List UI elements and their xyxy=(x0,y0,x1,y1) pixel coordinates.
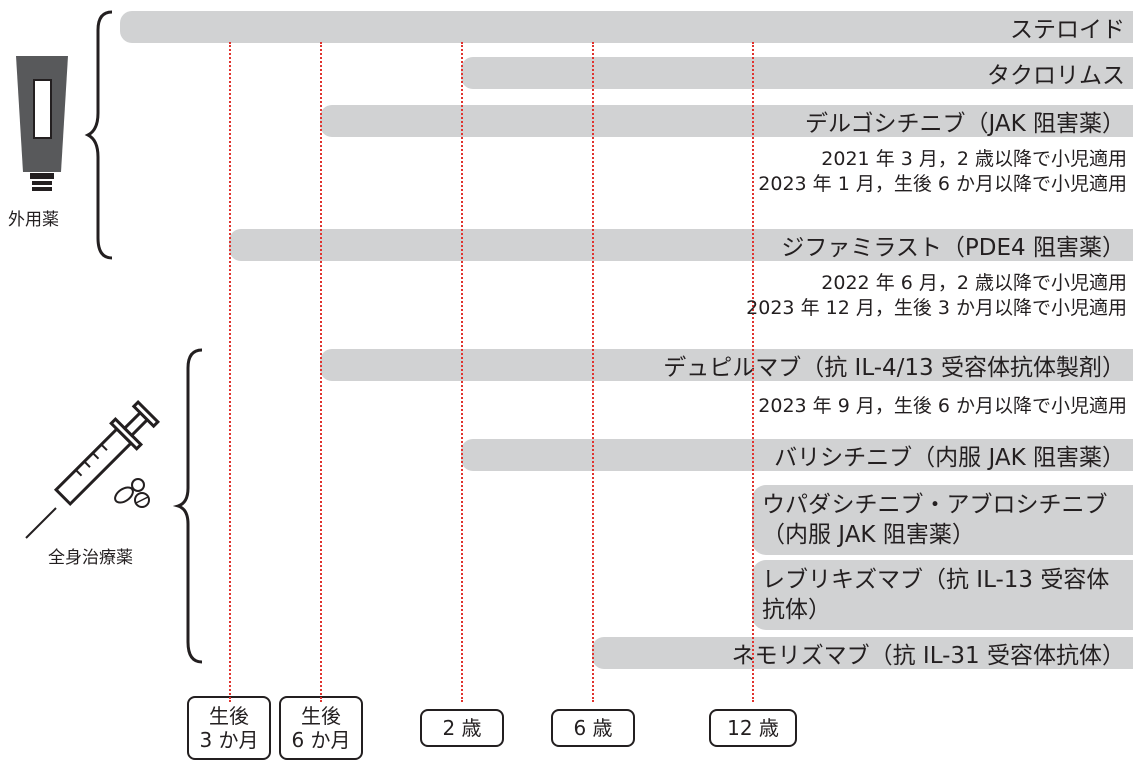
note-delgocitinib-line-2: 2023 年 1 月，生後 6 か月以降で小児適用 xyxy=(758,173,1127,195)
age-line-6-months xyxy=(320,42,322,702)
syringe-and-pills-icon xyxy=(25,399,161,539)
age-line-6-years xyxy=(592,42,594,702)
bar-delgocitinib: デルゴシチニブ（JAK 阻害薬） xyxy=(320,105,1133,137)
note-difamilast-line-2: 2023 年 12 月，生後 3 か月以降で小児適用 xyxy=(746,297,1127,319)
bar-dupilumab: デュピルマブ（抗 IL-4/13 受容体抗体製剤） xyxy=(320,349,1133,381)
age-marker-3-months-line-1: 生後 xyxy=(209,704,249,728)
age-marker-12-years: 12 歳 xyxy=(709,709,797,747)
bar-steroid: ステロイド xyxy=(120,11,1133,43)
age-marker-3-months: 生後 3 か月 xyxy=(187,696,271,760)
note-delgocitinib: 2021 年 3 月，2 歳以降で小児適用 2023 年 1 月，生後 6 か月… xyxy=(758,147,1127,197)
bar-upadacitinib-abrocitinib: ウパダシチニブ・アブロシチニブ（内服 JAK 阻害薬） xyxy=(752,485,1133,555)
age-marker-6-years: 6 歳 xyxy=(551,709,635,747)
age-marker-6-years-label: 6 歳 xyxy=(573,716,613,740)
age-line-2-years xyxy=(461,42,463,702)
note-difamilast: 2022 年 6 月，2 歳以降で小児適用 2023 年 12 月，生後 3 か… xyxy=(746,271,1127,321)
age-marker-6-months-line-2: 6 か月 xyxy=(291,728,351,752)
bar-tacrolimus: タクロリムス xyxy=(461,57,1133,89)
systemic-category-label: 全身治療薬 xyxy=(48,548,133,568)
note-difamilast-line-1: 2022 年 6 月，2 歳以降で小児適用 xyxy=(821,272,1127,294)
systemic-brace xyxy=(172,348,203,664)
age-marker-6-months: 生後 6 か月 xyxy=(279,696,363,760)
age-marker-12-years-label: 12 歳 xyxy=(727,716,779,740)
age-marker-2-years: 2 歳 xyxy=(420,709,504,747)
note-delgocitinib-line-1: 2021 年 3 月，2 歳以降で小児適用 xyxy=(821,148,1127,170)
age-line-12-years xyxy=(752,42,754,702)
topical-brace xyxy=(84,10,113,260)
note-dupilumab-line-1: 2023 年 9 月，生後 6 か月以降で小児適用 xyxy=(758,395,1127,417)
age-line-3-months xyxy=(229,42,231,702)
age-marker-6-months-line-1: 生後 xyxy=(301,704,341,728)
bar-difamilast: ジファミラスト（PDE4 阻害薬） xyxy=(229,229,1133,261)
topical-category-label: 外用薬 xyxy=(8,210,59,230)
note-dupilumab: 2023 年 9 月，生後 6 か月以降で小児適用 xyxy=(758,394,1127,419)
age-marker-3-months-line-2: 3 か月 xyxy=(199,728,259,752)
ointment-tube-icon xyxy=(16,56,68,191)
bar-baricitinib: バリシチニブ（内服 JAK 阻害薬） xyxy=(461,439,1133,471)
bar-lebrikizumab: レブリキズマブ（抗 IL-13 受容体抗体） xyxy=(752,560,1133,630)
age-marker-2-years-label: 2 歳 xyxy=(442,716,482,740)
bar-nemolizumab: ネモリズマブ（抗 IL-31 受容体抗体） xyxy=(592,637,1133,669)
